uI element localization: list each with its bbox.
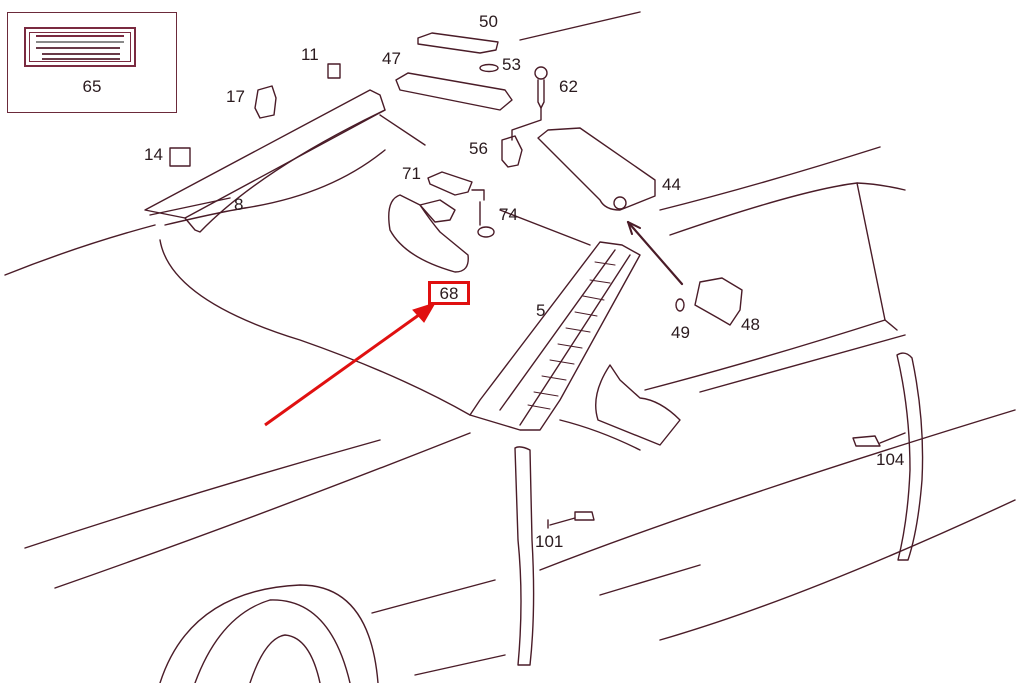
part-label-49: 49 [671,323,690,342]
part-label-65: 65 [82,77,102,96]
part-label-14: 14 [144,145,163,164]
part-label-62: 62 [559,77,578,96]
part-label-104: 104 [876,450,905,469]
part-label-8: 8 [234,195,244,214]
part-label-17: 17 [226,87,245,106]
part-label-71: 71 [402,164,421,183]
part-label-53: 53 [502,55,521,74]
inset-box-part-65: 65 [7,12,177,113]
part-label-68: 68 [439,284,459,303]
part-label-50: 50 [479,12,498,31]
highlighted-part-68-box: 68 [428,281,470,305]
part-label-11: 11 [301,45,319,64]
part-label-74: 74 [499,205,518,224]
placard-icon [24,27,136,67]
part-label-101: 101 [535,532,564,551]
part-label-5: 5 [536,301,546,320]
part-label-47: 47 [382,49,401,68]
part-label-48: 48 [741,315,760,334]
part-label-44: 44 [662,175,681,194]
part-label-56: 56 [469,139,488,158]
